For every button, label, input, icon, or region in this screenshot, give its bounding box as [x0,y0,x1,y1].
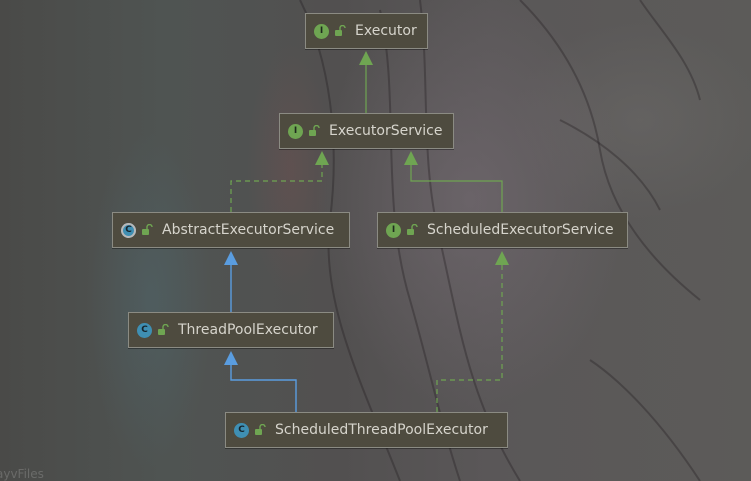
interface-icon: I [288,123,303,139]
node-label: Executor [355,23,417,39]
arrowhead-abstractexecutorservice [224,251,238,265]
node-label: ScheduledThreadPoolExecutor [275,422,488,438]
node-executor[interactable]: I Executor [305,13,428,49]
abstract-class-icon: C [121,222,136,238]
node-executor-service[interactable]: I ExecutorService [279,113,454,149]
arrowhead-executorservice-right [404,151,418,165]
arrowhead-executor [359,51,373,65]
edge-scheduledthreadpoolexecutor-to-scheduledexecutorservice [436,262,503,412]
public-lock-icon [142,224,153,235]
public-lock-icon [407,224,418,235]
arrowhead-scheduledexecutorservice [495,251,509,265]
interface-icon: I [314,23,329,39]
interface-icon: I [386,222,401,238]
class-icon: C [234,422,249,438]
public-lock-icon [158,324,169,335]
edge-scheduledexecutorservice-to-executorservice [410,162,503,212]
edge-scheduledthreadpoolexecutor-to-threadpoolexecutor [230,362,297,412]
class-icon: C [137,322,152,338]
public-lock-icon [309,125,320,136]
edge-abstractexecutorservice-to-executorservice [230,162,323,212]
node-label: ScheduledExecutorService [427,222,614,238]
public-lock-icon [335,25,346,36]
node-abstract-executor-service[interactable]: C AbstractExecutorService [112,212,350,248]
node-label: ThreadPoolExecutor [178,322,318,338]
arrowhead-executorservice-left [315,151,329,165]
node-scheduled-executor-service[interactable]: I ScheduledExecutorService [377,212,628,248]
node-label: AbstractExecutorService [162,222,335,238]
public-lock-icon [255,424,266,435]
node-label: ExecutorService [329,123,443,139]
watermark-text: ayvFiles [0,467,44,481]
arrowhead-threadpoolexecutor [224,351,238,365]
node-scheduled-thread-pool-executor[interactable]: C ScheduledThreadPoolExecutor [225,412,508,448]
node-thread-pool-executor[interactable]: C ThreadPoolExecutor [128,312,334,348]
